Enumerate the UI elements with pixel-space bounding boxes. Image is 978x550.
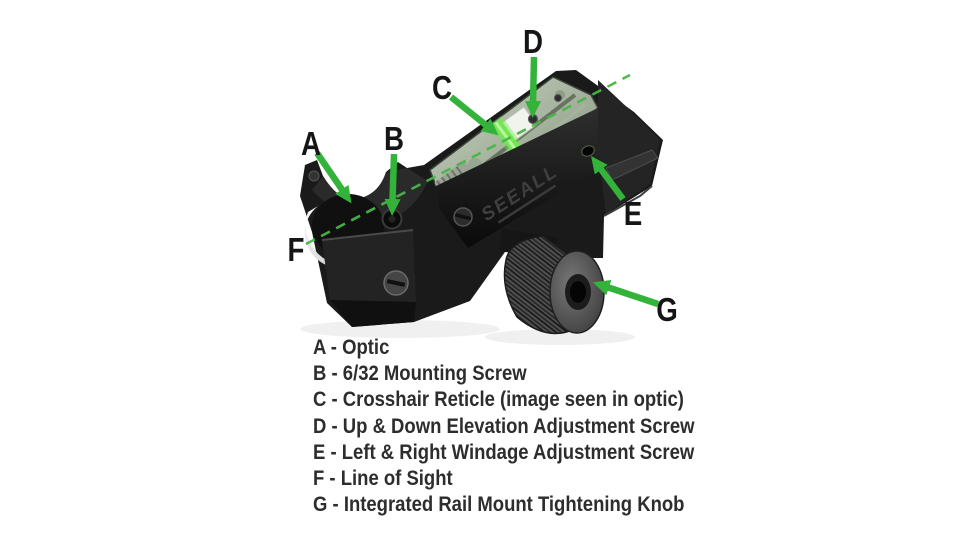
mounting-screw — [381, 208, 403, 230]
windage-screw-hole — [581, 145, 595, 157]
callout-letter-a: A — [301, 126, 321, 163]
callout-arrows — [314, 56, 660, 308]
arrow-a — [314, 151, 352, 204]
arrow-e — [591, 155, 626, 201]
callout-letter-d: D — [523, 24, 543, 61]
legend-item-e: E - Left & Right Windage Adjustment Scre… — [313, 439, 695, 464]
parts-legend: A - Optic B - 6/32 Mounting Screw C - Cr… — [313, 334, 694, 517]
legend-item-c: C - Crosshair Reticle (image seen in opt… — [313, 387, 684, 412]
front-foot — [308, 170, 416, 327]
rail-mount-block — [598, 80, 660, 217]
elevation-screw — [527, 113, 539, 125]
callout-letter-c: C — [432, 70, 452, 107]
tightening-knob — [500, 228, 605, 335]
callout-letter-b: B — [384, 121, 404, 158]
band-screw — [453, 207, 473, 227]
legend-item-f: F - Line of Sight — [313, 465, 453, 490]
callout-letter-e: E — [624, 196, 642, 233]
legend-item-g: G - Integrated Rail Mount Tightening Kno… — [313, 492, 685, 517]
legend-item-a: A - Optic — [313, 335, 390, 359]
arrow-c — [448, 94, 499, 136]
arrow-d — [525, 56, 542, 118]
callout-letters: A B C D E F G — [288, 24, 678, 329]
arrow-b — [384, 153, 401, 216]
legend-item-d: D - Up & Down Elevation Adjustment Screw — [313, 413, 695, 438]
callout-letter-f: F — [288, 232, 305, 269]
callout-letter-g: G — [656, 292, 678, 329]
legend-item-b: B - 6/32 Mounting Screw — [313, 361, 527, 386]
line-of-sight-dashes — [305, 73, 631, 246]
foot-screw — [383, 270, 409, 296]
arrow-g — [592, 280, 660, 308]
side-band: SEEALL — [436, 108, 628, 248]
